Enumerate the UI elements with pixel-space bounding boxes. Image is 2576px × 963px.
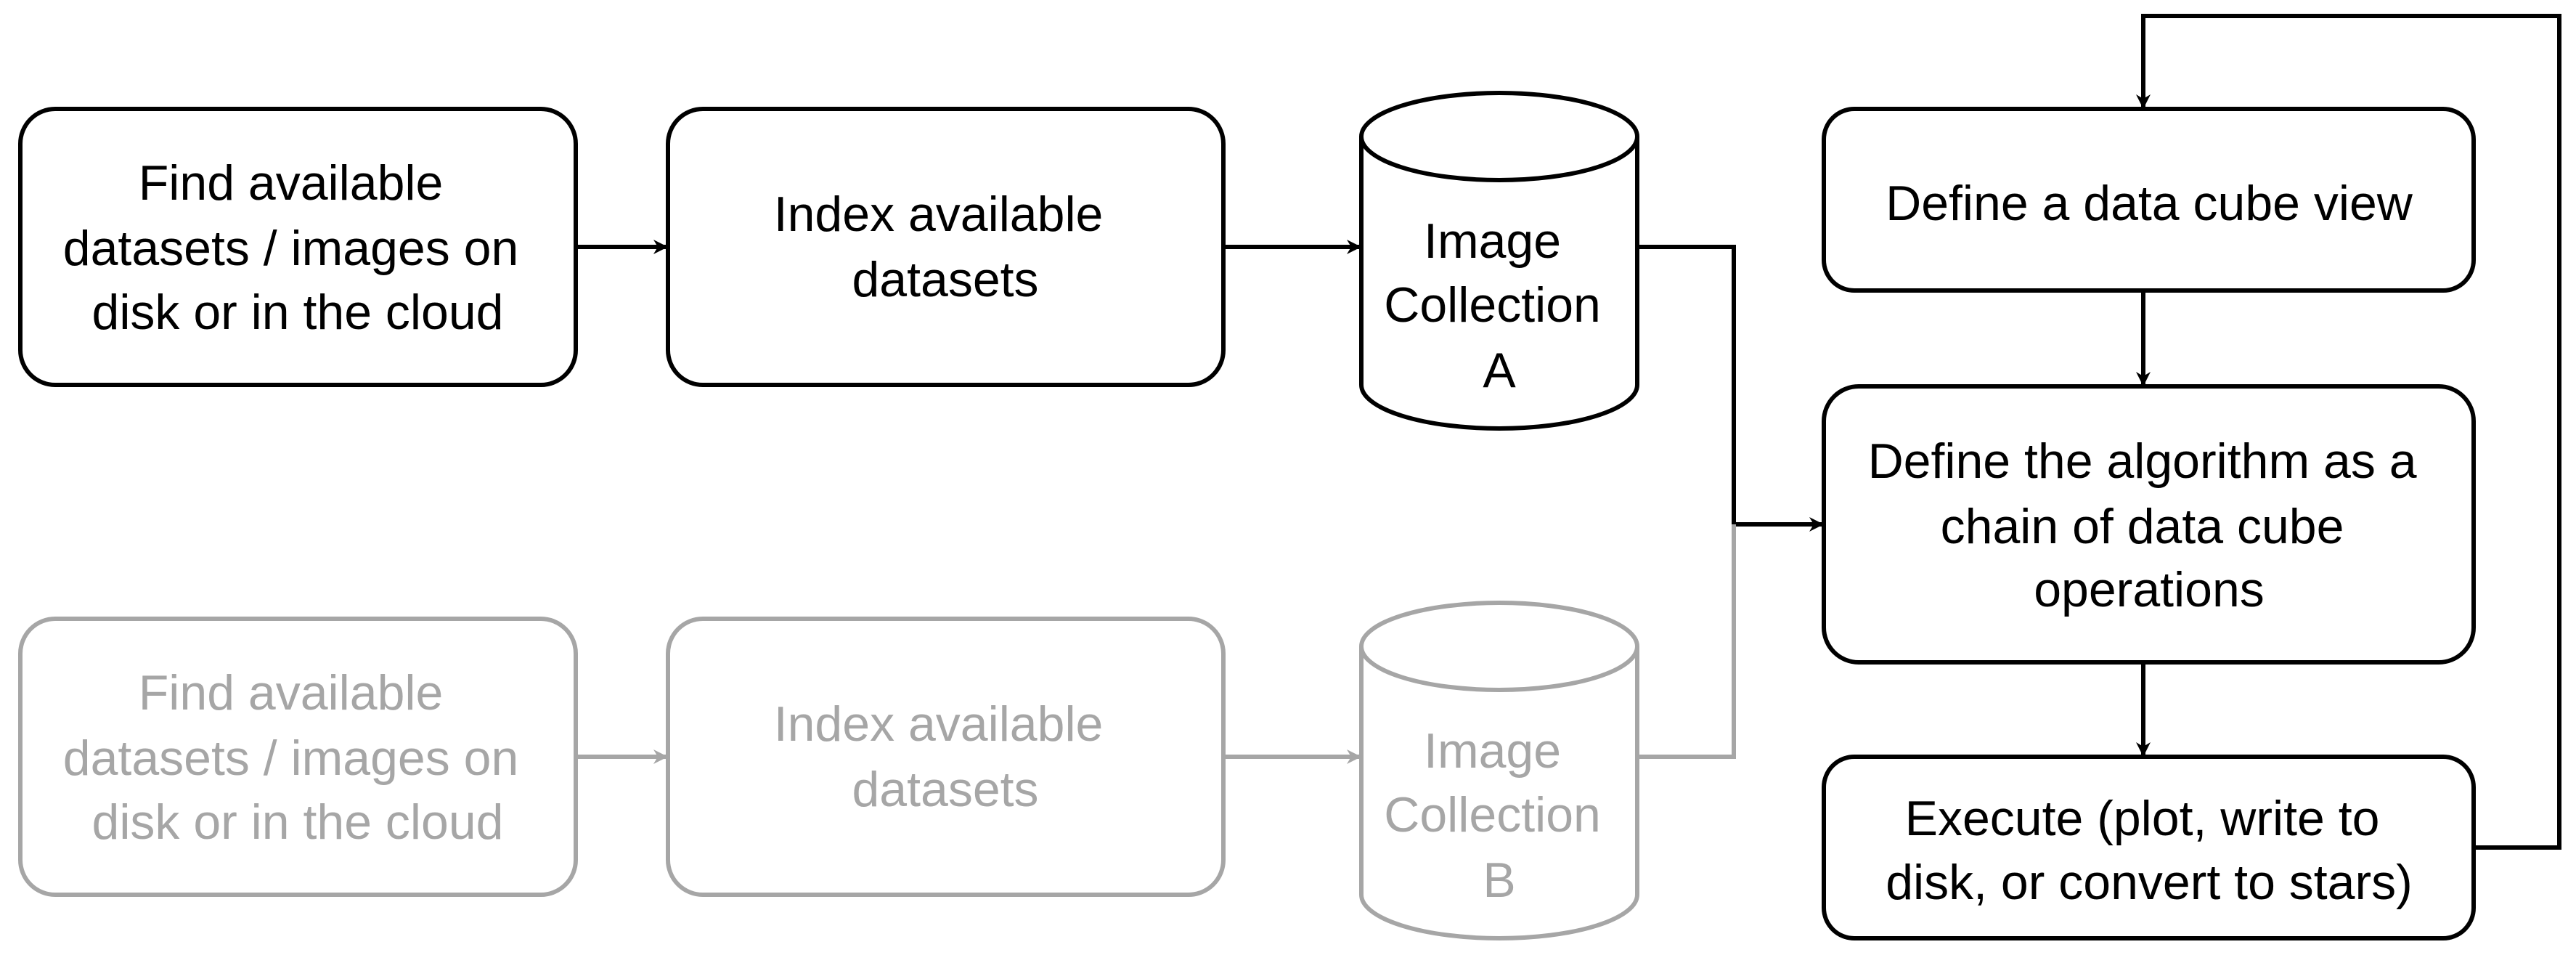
image-collection-a-cylinder[interactable] [1359, 91, 1639, 431]
find-datasets-label-a: Find available datasets / images on disk… [63, 155, 532, 340]
execute-label: Execute (plot, write to disk, or convert… [1886, 791, 2413, 910]
arrow-execute-loop-to-view [2136, 14, 2561, 850]
define-algorithm-box[interactable] [1822, 384, 2476, 665]
find-datasets-label-b: Find available datasets / images on disk… [63, 665, 532, 850]
index-datasets-label-a: Index available datasets [774, 187, 1117, 307]
pipeline: Define a data cube view Define the algor… [1822, 14, 2561, 940]
row-a: Find available datasets / images on disk… [18, 91, 1824, 532]
connector-collection-b-to-merge [1637, 524, 1736, 759]
image-collection-b-label: Image Collection B [1384, 723, 1615, 908]
define-view-label: Define a data cube view [1886, 176, 2413, 231]
image-collection-a-label: Image Collection A [1384, 214, 1615, 398]
define-algorithm-label: Define the algorithm as a chain of data … [1868, 434, 2431, 617]
execute-box[interactable] [1822, 755, 2476, 940]
index-datasets-label-b: Index available datasets [774, 696, 1117, 817]
image-collection-b-cylinder[interactable] [1359, 601, 1639, 940]
index-datasets-box-b[interactable] [666, 617, 1226, 897]
index-datasets-box-a[interactable] [666, 107, 1226, 387]
define-view-box[interactable] [1822, 107, 2476, 293]
row-b: Find available datasets / images on disk… [18, 524, 1736, 940]
arrow-collection-a-to-algorithm [1637, 245, 1824, 532]
